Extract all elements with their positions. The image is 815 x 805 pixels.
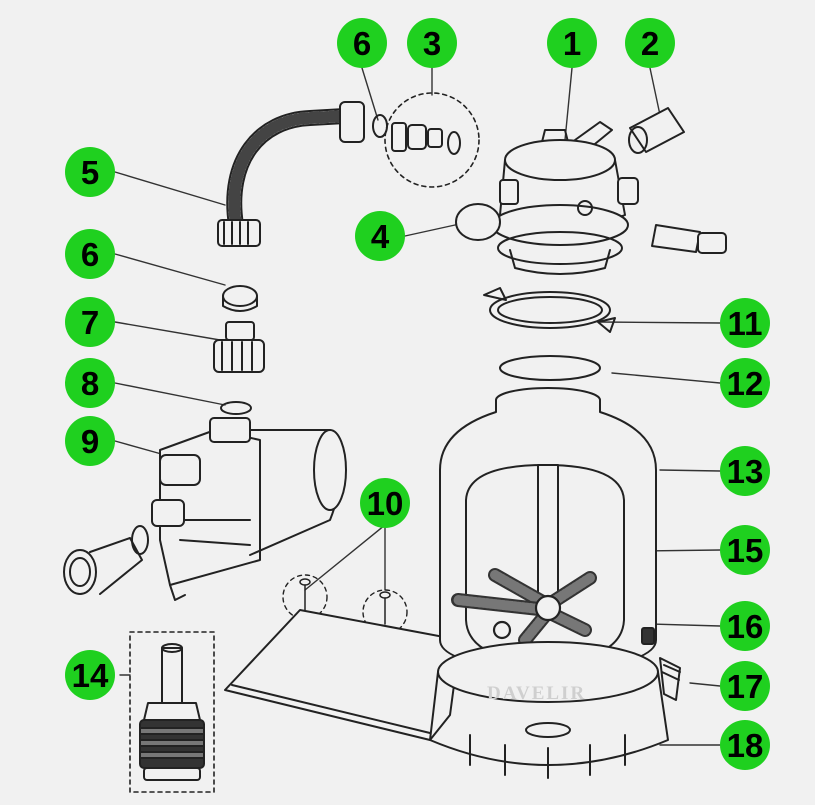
callout-6: 6 [65,229,115,279]
callout-8: 8 [65,358,115,408]
pump-inlet-union [63,525,149,595]
callout-2-label: 2 [640,24,660,62]
part-5-hose [217,101,365,247]
part-9-pump [151,417,347,601]
part-8-oring [220,401,252,415]
part-4-cap [455,203,501,241]
callout-10-label: 10 [366,484,404,522]
part-12-oring [499,355,601,381]
callout-12: 12 [720,358,770,408]
part-16-laterals [451,568,597,647]
callout-7: 7 [65,297,115,347]
part-14-group-outline [129,631,215,793]
callout-13-label: 13 [726,452,764,490]
callout-5-label: 5 [80,153,100,191]
callout-1: 1 [547,18,597,68]
callout-13: 13 [720,446,770,496]
pump-base-plate [224,609,461,741]
part-3-fittings [391,122,461,155]
callout-16-label: 16 [726,607,764,645]
callout-3-label: 3 [422,24,442,62]
part-18-base [429,641,669,779]
callout-2: 2 [625,18,675,68]
callout-9-label: 9 [80,422,100,460]
part-6-cap [222,285,258,312]
callout-14-label: 14 [71,656,109,694]
callout-1-label: 1 [562,24,582,62]
callout-6-top: 6 [337,18,387,68]
callout-18: 18 [720,720,770,770]
part-10-bolts [299,578,391,625]
callout-3: 3 [407,18,457,68]
callout-17-label: 17 [726,667,764,705]
part-15-standpipe [537,464,559,601]
callout-10: 10 [360,478,410,528]
callout-4-label: 4 [370,217,390,255]
callout-11: 11 [720,298,770,348]
watermark-text: DAVELIR [487,683,587,704]
part-1-multiport-valve [491,121,639,275]
callout-14: 14 [65,650,115,700]
callout-8-label: 8 [80,364,100,402]
callout-6-label: 6 [80,235,100,273]
callout-18-label: 18 [726,726,764,764]
callout-9: 9 [65,416,115,466]
part-6-oring-top [372,114,388,138]
callout-5: 5 [65,147,115,197]
part-14-standpipe-assembly [139,643,205,781]
callout-12-label: 12 [726,364,764,402]
part-17-drain [641,627,681,701]
callout-11-label: 11 [727,304,763,342]
part-11-clamp [483,287,616,333]
part-2-fittings [628,107,727,254]
part-3-group-outline [384,92,480,188]
callout-15: 15 [720,525,770,575]
callout-15-label: 15 [726,531,764,569]
part-7-adapter [213,321,265,373]
callout-16: 16 [720,601,770,651]
callout-6-top-label: 6 [352,24,372,62]
callout-17: 17 [720,661,770,711]
callout-7-label: 7 [80,303,100,341]
callout-4: 4 [355,211,405,261]
